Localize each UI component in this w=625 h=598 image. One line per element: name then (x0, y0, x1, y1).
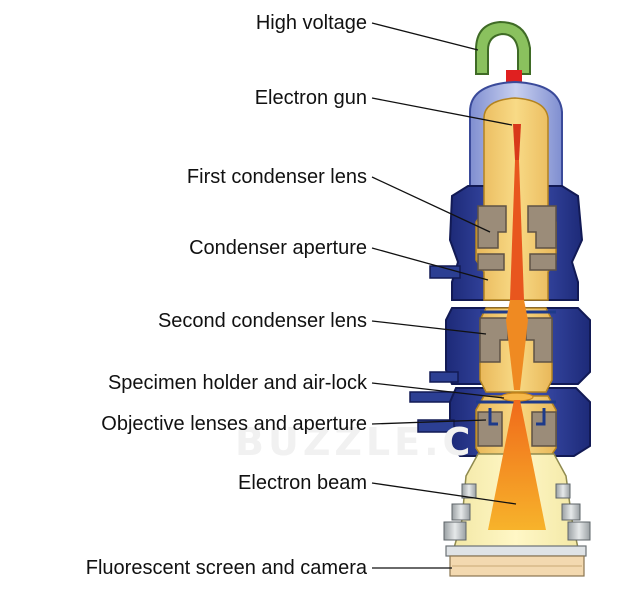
leader-specimen-holder (371, 382, 505, 399)
label-high-voltage: High voltage (255, 12, 367, 34)
label-condenser-aperture: Condenser aperture (189, 237, 367, 259)
leader-second-condenser (371, 320, 487, 335)
leader-first-condenser (371, 176, 491, 233)
label-second-condenser-lens: Second condenser lens (157, 310, 367, 332)
projection-rings (443, 483, 591, 541)
lens-pole-pieces (476, 205, 557, 447)
label-specimen-holder: Specimen holder and air-lock (107, 372, 367, 394)
label-electron-beam: Electron beam (238, 472, 367, 494)
label-fluorescent-screen: Fluorescent screen and camera (85, 557, 367, 579)
leader-lines (371, 22, 517, 569)
high-voltage-cable (475, 20, 531, 82)
leader-objective (371, 419, 487, 425)
leader-electron-gun (371, 97, 513, 126)
watermark: BUZZLE.C (235, 420, 475, 464)
electron-beam-path (488, 124, 546, 530)
label-objective-lenses: Objective lenses and aperture (101, 413, 367, 435)
leader-condenser-aperture (371, 247, 489, 281)
label-first-condenser-lens: First condenser lens (186, 166, 367, 188)
leader-electron-beam (371, 482, 517, 505)
leader-high-voltage (371, 22, 479, 51)
fluorescent-screen (445, 545, 587, 577)
label-electron-gun: Electron gun (254, 87, 367, 109)
